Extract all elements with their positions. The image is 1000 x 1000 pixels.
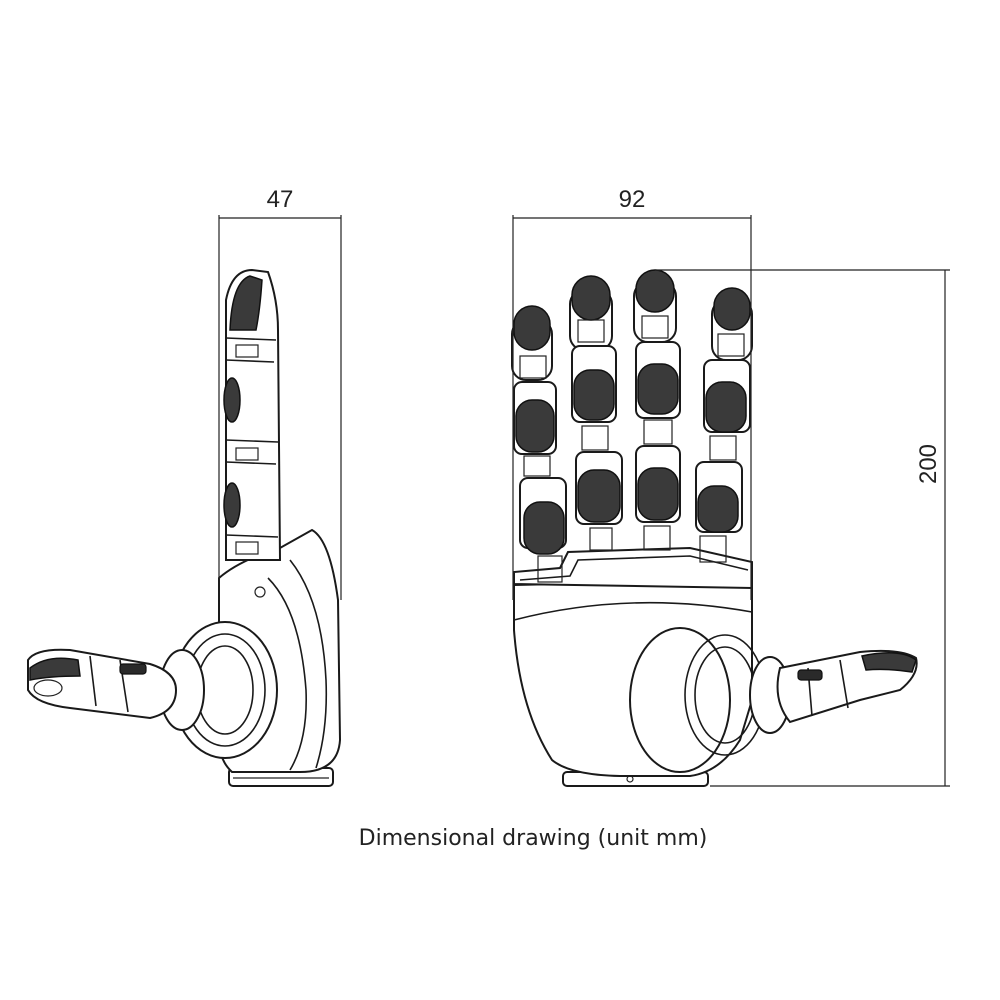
dimension-height: 200 (655, 269, 950, 787)
finger-middle (569, 275, 623, 551)
dimension-label-47: 47 (267, 186, 294, 213)
dimension-label-200: 200 (915, 444, 942, 484)
dimension-width-side: 47 (218, 186, 342, 600)
finger-ring (633, 269, 681, 551)
front-view-hand (511, 269, 918, 787)
finger-little (695, 287, 753, 563)
dimension-label-92: 92 (619, 186, 646, 213)
side-view-hand (27, 268, 342, 787)
figure-caption: Dimensional drawing (unit mm) (359, 826, 708, 851)
finger-index (511, 305, 567, 583)
dimension-width-front: 92 (512, 186, 752, 600)
